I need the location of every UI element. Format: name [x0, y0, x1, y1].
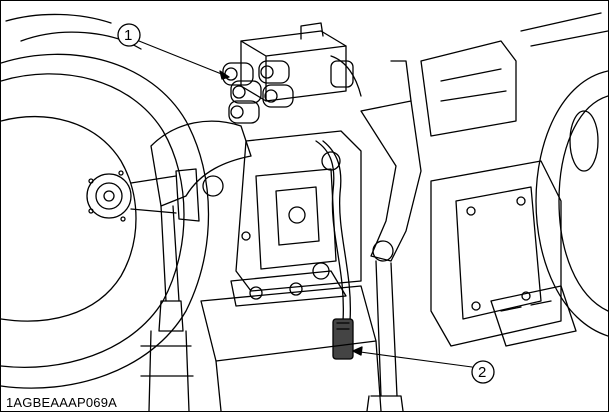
rear-frame — [420, 40, 577, 347]
callout-1: 1 — [117, 23, 230, 80]
center-housing — [230, 130, 362, 307]
pto-shaft — [86, 168, 200, 222]
callout-2: 2 — [352, 346, 495, 384]
callout-1-label: 1 — [124, 27, 132, 44]
right-lift-arm — [360, 60, 422, 411]
solenoid-valve-assembly — [222, 22, 362, 124]
callout-2-label: 2 — [478, 364, 486, 381]
wiring-harness — [315, 140, 354, 360]
rear-tire-left — [1, 13, 210, 389]
rear-tire-right — [520, 12, 608, 337]
drawbar — [200, 285, 382, 411]
left-lift-arm — [140, 120, 252, 411]
figure-code: 1AGBEAAAP069A — [4, 395, 119, 410]
